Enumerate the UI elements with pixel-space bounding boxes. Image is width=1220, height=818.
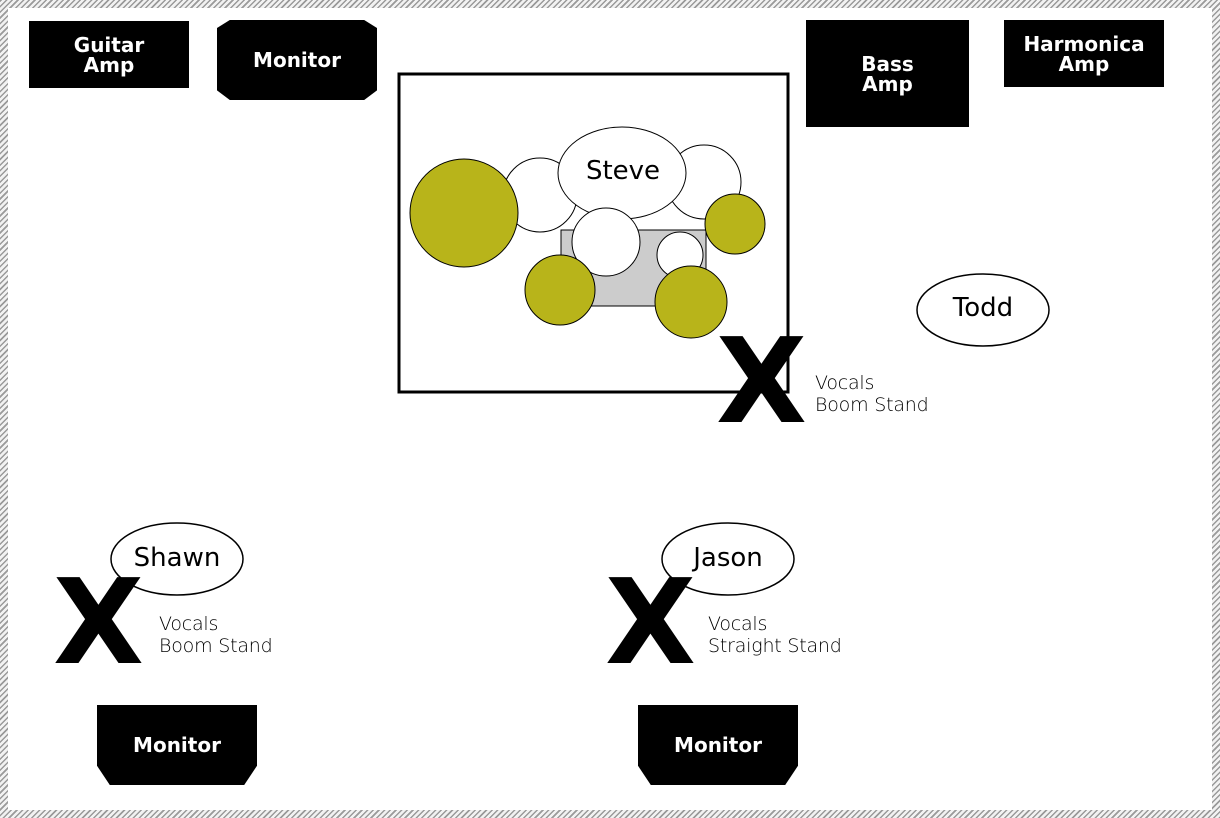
mic-note-todd-2: Boom Stand — [815, 394, 929, 416]
mic-marker-jason: X — [605, 553, 696, 691]
shawn-name: Shawn — [133, 543, 221, 573]
todd-name: Todd — [952, 293, 1014, 323]
todd-name-ellipse — [916, 273, 1050, 347]
mic-note-todd-1: Vocals — [815, 372, 875, 394]
shawn-name-ellipse — [110, 522, 244, 596]
monitor-top: Monitor — [217, 20, 377, 100]
jason-name-ellipse — [661, 522, 795, 596]
mic-note-jason-2: Straight Stand — [708, 635, 842, 657]
mic-note-jason-1: Vocals — [708, 613, 768, 635]
hihat-cymbal — [524, 254, 596, 326]
monitor-center: Monitor — [638, 705, 798, 785]
harmonica-amp: Harmonica Amp — [1004, 20, 1164, 87]
splash-cymbal — [704, 193, 766, 255]
mic-marker-todd: X — [716, 312, 807, 450]
drummer-name: Steve — [585, 156, 661, 186]
crash-cymbal — [409, 158, 519, 268]
jason-name: Jason — [693, 543, 763, 573]
guitar-amp: Guitar Amp — [29, 21, 189, 88]
bass-amp: Bass Amp — [806, 20, 969, 127]
monitor-left: Monitor — [97, 705, 257, 785]
mic-note-shawn-2: Boom Stand — [159, 635, 273, 657]
snare-drum — [571, 207, 641, 277]
mic-marker-shawn: X — [53, 553, 144, 691]
mic-note-shawn-1: Vocals — [159, 613, 219, 635]
ride-cymbal — [654, 265, 728, 339]
